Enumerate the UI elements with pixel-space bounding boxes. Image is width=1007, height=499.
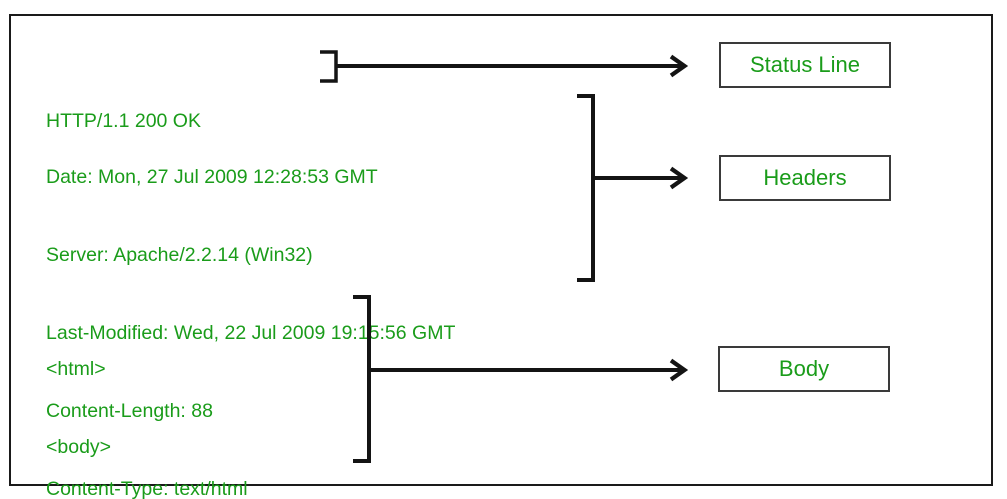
- diagram-outer-border: [9, 14, 993, 486]
- body-text-block: <html> <body> <h1>Hello, World!</h1> </b…: [46, 304, 252, 499]
- status-line-label: Status Line: [749, 52, 861, 77]
- headers-label-box: Headers: [719, 155, 891, 201]
- body-label-box: Body: [718, 346, 890, 392]
- body-line-html-open: <html>: [46, 358, 106, 380]
- headers-label: Headers: [763, 165, 847, 190]
- headers-text-block: Date: Mon, 27 Jul 2009 12:28:53 GMT Serv…: [46, 112, 455, 499]
- status-line-value: HTTP/1.1 200 OK: [46, 110, 201, 132]
- status-line-text: HTTP/1.1 200 OK: [46, 56, 201, 186]
- header-line-content-length: Content-Length: 88: [46, 400, 213, 422]
- header-line-content-type: Content-Type: text/html: [46, 478, 248, 499]
- body-line-body-open: <body>: [46, 436, 112, 458]
- status-line-label-box: Status Line: [719, 42, 891, 88]
- header-line-date: Date: Mon, 27 Jul 2009 12:28:53 GMT: [46, 166, 378, 188]
- header-line-last-modified: Last-Modified: Wed, 22 Jul 2009 19:15:56…: [46, 322, 456, 344]
- body-label: Body: [778, 356, 830, 381]
- header-line-server: Server: Apache/2.2.14 (Win32): [46, 244, 313, 266]
